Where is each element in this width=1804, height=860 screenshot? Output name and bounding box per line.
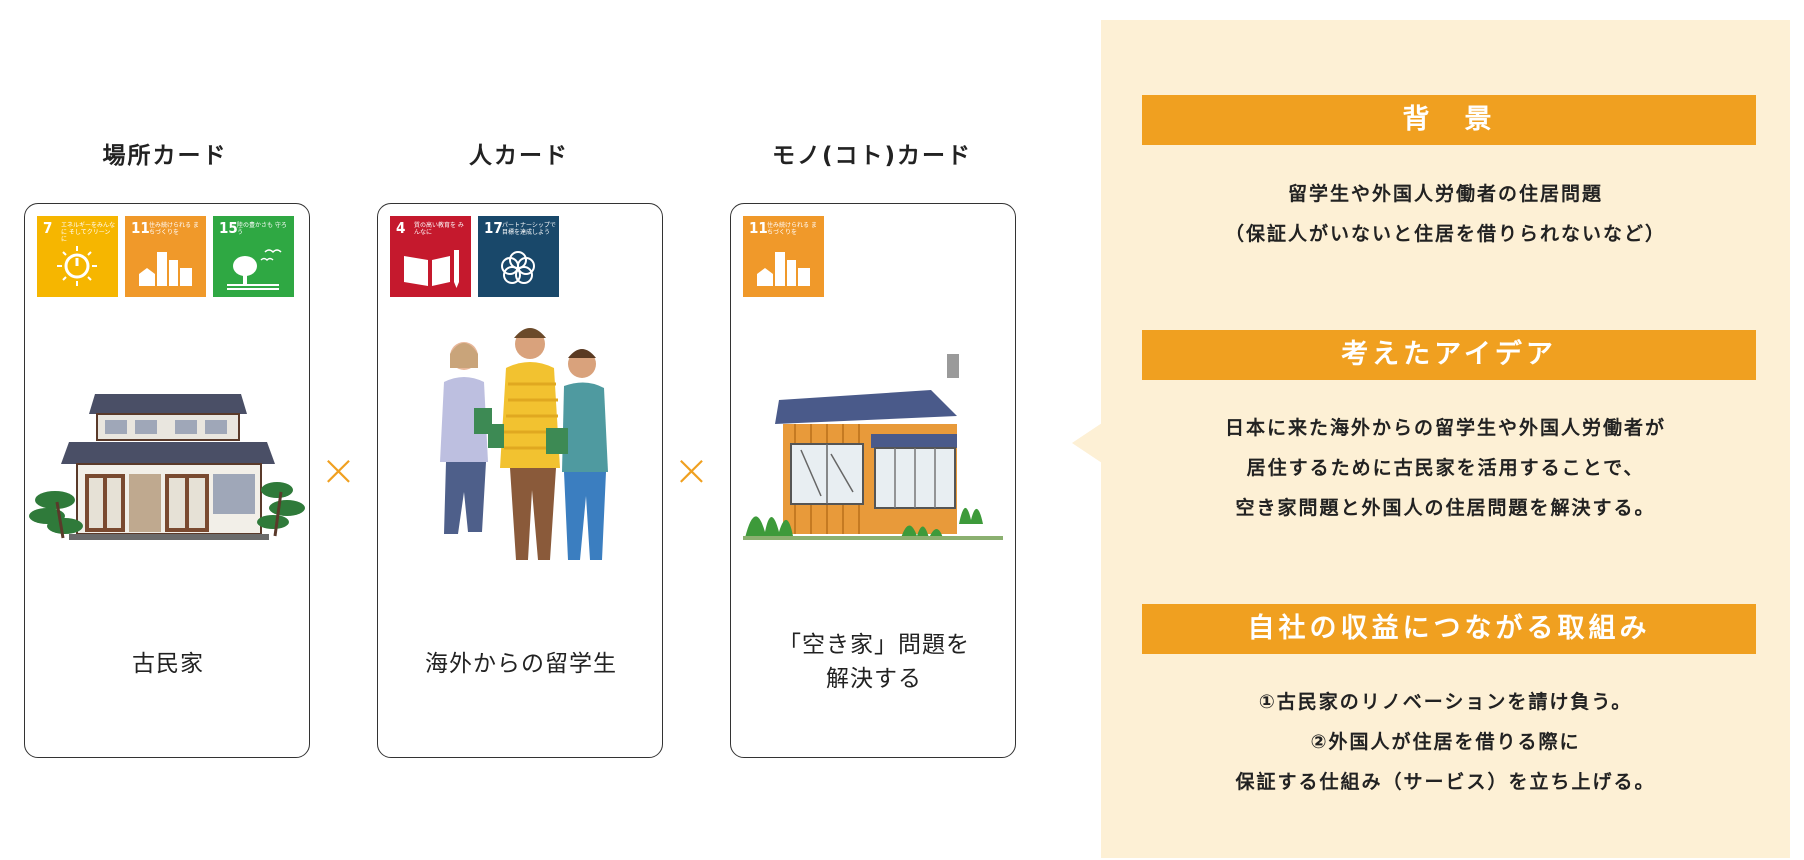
sdg-icon-row: 7 エネルギーをみんなに そしてクリーンに 11 住み続けられる まちづくりを [37, 216, 294, 297]
city-buildings-icon [757, 252, 810, 286]
section-text-revenue: ①古民家のリノベーションを請け負う。 ②外国人が住居を借りる際に 保証する仕組み… [1235, 691, 1656, 793]
section-text-background: 留学生や外国人労働者の住居問題 （保証人がいないと住居を借りられないなど） [1224, 183, 1666, 245]
multiply-operator-2: × [673, 445, 710, 496]
person-card-label: 海外からの留学生 [425, 651, 617, 677]
section-text-idea: 日本に来た海外からの留学生や外国人労働者が 居住するために古民家を活用することで… [1224, 417, 1666, 519]
place-card-label: 古民家 [132, 651, 204, 677]
thing-card: 11 住み続けられる まちづくりを [730, 203, 1016, 758]
thing-card-label: 「空き家」問題を 解決する [778, 632, 970, 692]
sdg-goal-11-icon: 11 住み続けられる まちづくりを [743, 216, 824, 297]
section-heading-background: 背 景 [1142, 95, 1756, 145]
explanation-panel [1101, 20, 1790, 858]
person-card: 4 質の高い教育を みんなに 17 パートナーシップで 目標を達成しよう [377, 203, 663, 758]
sdg-goal-15-icon: 15 陸の豊かさも 守ろう [213, 216, 294, 297]
book-pencil-icon [404, 250, 459, 288]
card-title-place: 場所カード [102, 143, 228, 169]
card-title-person: 人カード [469, 143, 569, 169]
sdg-goal-17-icon: 17 パートナーシップで 目標を達成しよう [478, 216, 559, 297]
sdg-icon-row: 4 質の高い教育を みんなに 17 パートナーシップで 目標を達成しよう [390, 216, 559, 297]
rings-flower-icon [501, 251, 535, 284]
sdg-goal-4-icon: 4 質の高い教育を みんなに [390, 216, 471, 297]
sun-power-icon [57, 246, 97, 286]
students-illustration [440, 328, 608, 560]
section-heading-revenue: 自社の収益につながる取組み [1142, 604, 1756, 654]
tree-birds-icon [227, 249, 282, 290]
sdg-icon-row: 11 住み続けられる まちづくりを [743, 216, 824, 297]
city-buildings-icon [139, 252, 192, 286]
sdg-goal-7-icon: 7 エネルギーをみんなに そしてクリーンに [37, 216, 118, 297]
place-card: 7 エネルギーをみんなに そしてクリーンに 11 住み続けられる まちづくりを [24, 203, 310, 758]
card-title-thing: モノ(コト)カード [771, 143, 973, 169]
panel-pointer-arrow [1072, 423, 1102, 463]
section-heading-idea: 考えたアイデア [1142, 330, 1756, 380]
sdg-goal-11-icon: 11 住み続けられる まちづくりを [125, 216, 206, 297]
multiply-operator-1: × [320, 445, 357, 496]
vacant-house-illustration [743, 354, 1003, 540]
traditional-house-illustration [29, 394, 305, 540]
